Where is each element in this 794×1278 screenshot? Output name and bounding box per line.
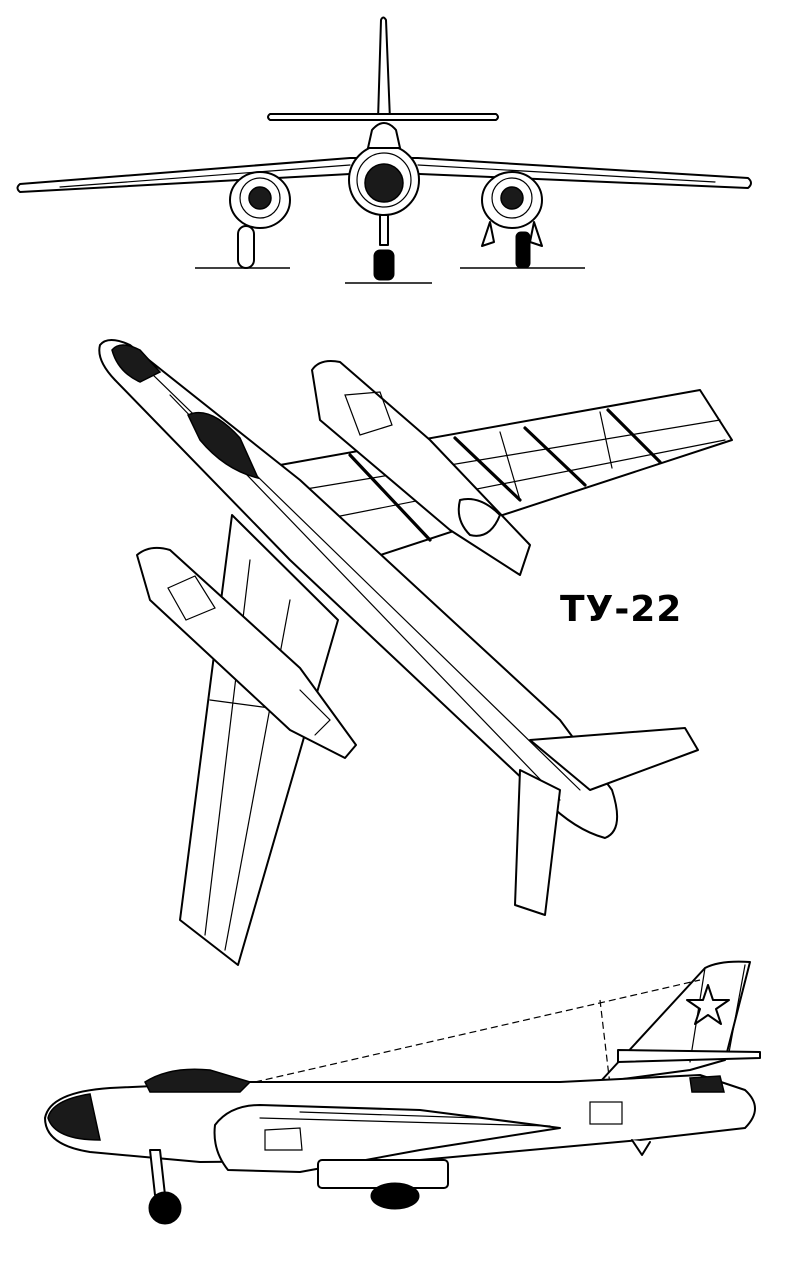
side-nose-glazing [47, 1093, 101, 1141]
side-fin [599, 960, 751, 1083]
side-main-wheel [370, 1182, 420, 1210]
side-view [44, 960, 761, 1225]
plan-cockpit-glazing [111, 344, 162, 383]
side-cockpit-canopy [144, 1068, 252, 1093]
plan-left-nacelle [136, 546, 357, 759]
side-engine-nacelle [213, 1104, 561, 1173]
aircraft-designation-label: ТУ-22 [560, 589, 683, 630]
side-nose-wheel [148, 1191, 182, 1225]
plan-view [98, 339, 733, 966]
front-tailplane [267, 113, 499, 121]
front-view [16, 16, 752, 284]
plan-tailplane-right [529, 727, 699, 791]
front-fin [377, 16, 391, 121]
front-intake-detail [364, 163, 404, 203]
plan-tailplane-left [514, 769, 561, 916]
red-star-icon [686, 984, 730, 1025]
